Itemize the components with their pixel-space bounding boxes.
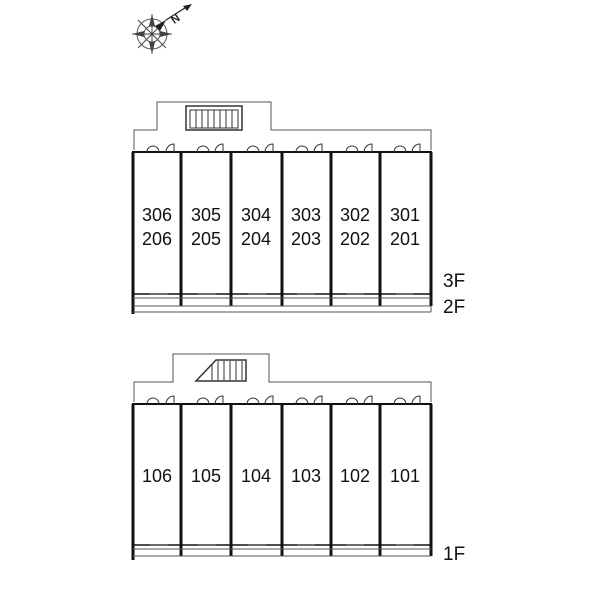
unit-number-201: 201 xyxy=(390,229,420,249)
unit-number-102: 102 xyxy=(340,466,370,486)
unit-number-304: 304 xyxy=(241,205,271,225)
unit-number-103: 103 xyxy=(291,466,321,486)
upper-unit-labels: 306 206 305 205 304 204 303 203 302 202 … xyxy=(142,205,420,249)
unit-number-204: 204 xyxy=(241,229,271,249)
unit-number-305: 305 xyxy=(191,205,221,225)
unit-number-303: 303 xyxy=(291,205,321,225)
unit-number-203: 203 xyxy=(291,229,321,249)
compass-north-label: N xyxy=(169,12,182,26)
door-icons xyxy=(146,143,421,153)
unit-number-104: 104 xyxy=(241,466,271,486)
compass-rose-icon xyxy=(132,4,192,54)
balcony xyxy=(133,544,431,557)
unit-number-106: 106 xyxy=(142,466,172,486)
unit-number-205: 205 xyxy=(191,229,221,249)
floor-label-2f: 2F xyxy=(443,297,465,318)
staircase-icon xyxy=(194,359,247,382)
upper-block: 306 206 305 205 304 204 303 203 302 202 … xyxy=(131,101,465,318)
staircase-icon xyxy=(185,105,243,131)
floor-label-3f: 3F xyxy=(443,271,465,292)
floor-label-1f: 1F xyxy=(443,544,465,565)
unit-walls xyxy=(131,152,433,314)
unit-number-101: 101 xyxy=(390,466,420,486)
lower-block: 106 105 104 103 102 101 1F xyxy=(131,353,465,565)
unit-number-302: 302 xyxy=(340,205,370,225)
unit-number-206: 206 xyxy=(142,229,172,249)
unit-number-105: 105 xyxy=(191,466,221,486)
unit-number-301: 301 xyxy=(390,205,420,225)
door-icons xyxy=(146,395,421,405)
balcony xyxy=(133,293,432,313)
lower-unit-labels: 106 105 104 103 102 101 xyxy=(142,466,420,486)
unit-number-306: 306 xyxy=(142,205,172,225)
unit-walls xyxy=(131,404,433,560)
unit-number-202: 202 xyxy=(340,229,370,249)
